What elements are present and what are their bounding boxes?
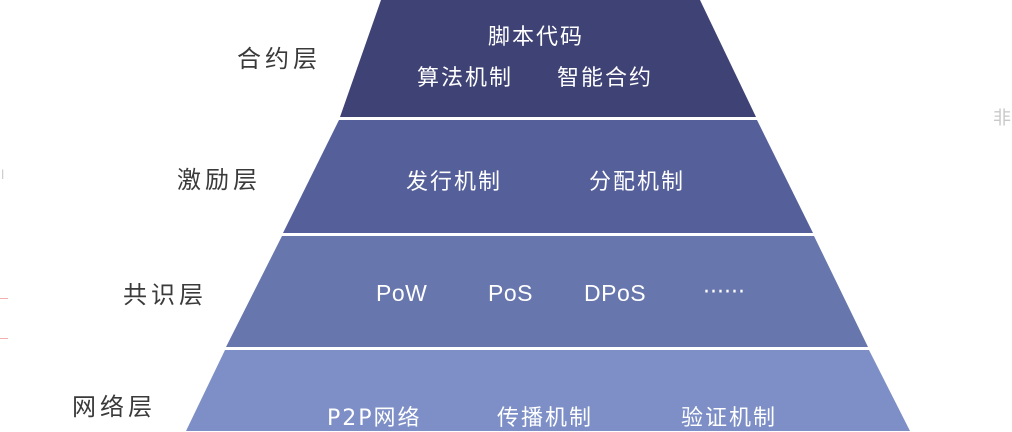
margin-char-right: 非 [993, 108, 1011, 129]
pyramid-tier-contract [340, 0, 756, 117]
item-pos: PoS [488, 280, 533, 306]
item-script-code: 脚本代码 [488, 25, 585, 50]
layer-label-consensus: 共识层 [123, 281, 207, 309]
item-ellipsis: ······ [703, 280, 745, 305]
item-issuance-mechanism: 发行机制 [406, 170, 503, 195]
margin-tick [0, 338, 8, 339]
item-dpos: DPoS [584, 280, 647, 306]
pyramid-tier-incentive [283, 120, 813, 233]
item-algorithm-mechanism: 算法机制 [417, 66, 514, 91]
item-verification-mechanism: 验证机制 [681, 406, 778, 431]
margin-tick [0, 298, 8, 299]
item-pow: PoW [376, 280, 428, 306]
item-smart-contract: 智能合约 [557, 66, 654, 91]
item-propagation-mechanism: 传播机制 [497, 406, 594, 431]
item-p2p-network: P2P网络 [327, 406, 422, 431]
pyramid-tier-consensus [226, 236, 868, 347]
layer-label-network: 网络层 [72, 393, 156, 421]
pyramid-tier-network [186, 350, 910, 431]
item-distribution-mechanism: 分配机制 [589, 170, 686, 195]
layer-label-contract: 合约层 [237, 45, 321, 73]
margin-char-left: l [1, 168, 5, 182]
layer-label-incentive: 激励层 [177, 166, 261, 194]
